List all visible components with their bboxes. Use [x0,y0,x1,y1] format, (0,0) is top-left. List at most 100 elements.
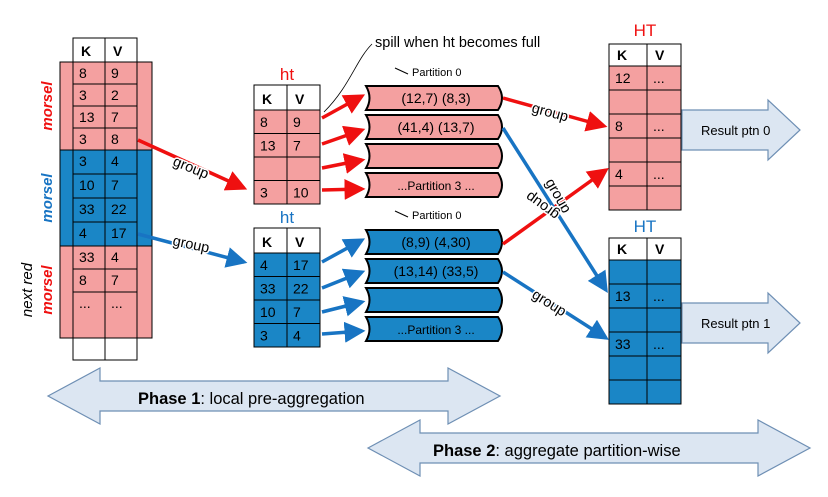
input-cell: 8 [79,272,87,288]
result-ptn-0-arrow: Result ptn 0 [681,98,801,162]
group-label-p1-blue: group [529,287,569,320]
ht_blue-header: V [295,234,305,250]
HT_blue-cell: 33 [615,336,631,352]
HT_red-cell: ... [653,166,665,182]
input-cell: 9 [111,65,119,81]
partition-0-leader-red [394,67,409,75]
ht_red-cell: 9 [293,114,301,130]
group-arrow-p1-red-to-HT [501,127,608,293]
HT-red-table: K V 12... 8... 4... [608,43,682,211]
HT_red-cell: ... [653,70,665,86]
phase2-bold: Phase 2 [433,442,495,460]
HT_blue-cell: ... [653,288,665,304]
ht_red-header: K [262,91,272,107]
input-cell: 7 [111,109,119,125]
partitions_red-item: (41,4) (13,7) [397,119,474,135]
ht_red-cell: 3 [260,184,268,200]
partition-0-label-blue: Partition 0 [412,210,462,222]
HT_red-cell: 12 [615,70,631,86]
ht-red-arrow-3 [321,153,366,174]
ht-blue-table: K V 4 17 33 22 10 7 3 4 [253,227,321,348]
spill-callout-line [323,43,373,113]
arrows [137,94,609,343]
partitions_red-item: ...Partition 3 ... [397,179,474,193]
input-cell: 22 [111,201,127,217]
phase1-bold: Phase 1 [138,390,200,408]
group-label-blue: group [171,233,211,256]
ht_blue-cell: 33 [260,280,276,296]
HT_blue-header: V [655,241,665,257]
phase1-rest: : local pre-aggregation [200,390,364,408]
HT_red-cell: 8 [615,118,623,134]
input-header-k: K [81,43,91,59]
partitions_blue-item: ...Partition 3 ... [397,323,474,337]
partition-0-label-red: Partition 0 [412,67,462,79]
phase2-arrow: Phase 2: aggregate partition-wise [366,418,812,478]
input-cell: 7 [111,272,119,288]
ht-blue-arrow-1 [321,238,366,264]
HT_blue-header: K [617,241,627,257]
HT-red-title: HT [634,21,657,40]
HT_red-cell: 4 [615,166,623,182]
ht_blue-cell: 7 [293,304,301,320]
input-cell: 3 [79,131,87,147]
ht_blue-cell: 4 [293,327,301,343]
morsel-label-2: morsel [39,173,56,223]
input-cell: 3 [79,153,87,169]
ht-blue-arrow-4 [321,321,366,343]
ht_red-cell: 8 [260,114,268,130]
input-cell: 10 [79,177,95,193]
input-cell: 8 [79,65,87,81]
ht-red-arrow-1 [321,94,366,120]
group-arrow-red [137,138,248,191]
input-cell: ... [79,295,91,311]
HT_red-header: K [617,47,627,63]
ht_blue-cell: 3 [260,327,268,343]
HT_red-header: V [655,47,665,63]
input-cell: 7 [111,177,119,193]
ht_red-cell: 10 [293,184,309,200]
partitions_blue-item: (8,9) (4,30) [401,234,470,250]
group-arrow-p0-red-to-HT [502,96,608,132]
partitions_red-item: (12,7) (8,3) [401,90,470,106]
input-cell: 4 [79,225,87,241]
partitions-blue: (8,9) (4,30) (13,14) (33,5) ...Partition 3… [364,229,503,342]
input-cell: 2 [111,87,119,103]
input-cell: 4 [111,249,119,265]
partitions_blue-item: (13,14) (33,5) [394,263,479,279]
morsel-label-1: morsel [39,81,56,131]
group-arrow-p1-blue-to-HT [502,270,609,340]
ht-red-arrow-4 [321,178,366,200]
phase2-rest: : aggregate partition-wise [495,442,680,460]
ht_blue-cell: 17 [293,257,309,273]
group-label-red: group [171,154,211,183]
ht_red-header: V [295,91,305,107]
ht_blue-cell: 4 [260,257,268,273]
group-label-p0-red: group [530,100,570,125]
ht_blue-cell: 10 [260,304,276,320]
morsel-label-3: morsel [39,265,56,315]
input-cell: 3 [79,87,87,103]
input-cell: 17 [111,225,127,241]
ht_blue-header: K [262,234,272,250]
ht_blue-cell: 22 [293,280,309,296]
svg-text:Phase 2: aggregate partition-w: Phase 2: aggregate partition-wise [433,442,681,460]
input-cell: 13 [79,109,95,125]
ht-blue-arrow-2 [321,268,366,290]
input-cell: 33 [79,249,95,265]
input-cell: 33 [79,201,95,217]
partition-0-leader-blue [394,210,409,218]
spill-label: spill when ht becomes full [375,35,540,51]
input-cell: ... [111,295,123,311]
result-ptn-1-arrow: Result ptn 1 [681,291,801,355]
HT_red-cell: ... [653,118,665,134]
result-ptn-0-label: Result ptn 0 [701,123,770,138]
input-cell: 4 [111,153,119,169]
phase1-arrow: Phase 1: local pre-aggregation [46,366,502,426]
partitions-red: (12,7) (8,3) (41,4) (13,7) ...Partition 3 … [364,85,503,198]
ht_red-cell: 13 [260,137,276,153]
